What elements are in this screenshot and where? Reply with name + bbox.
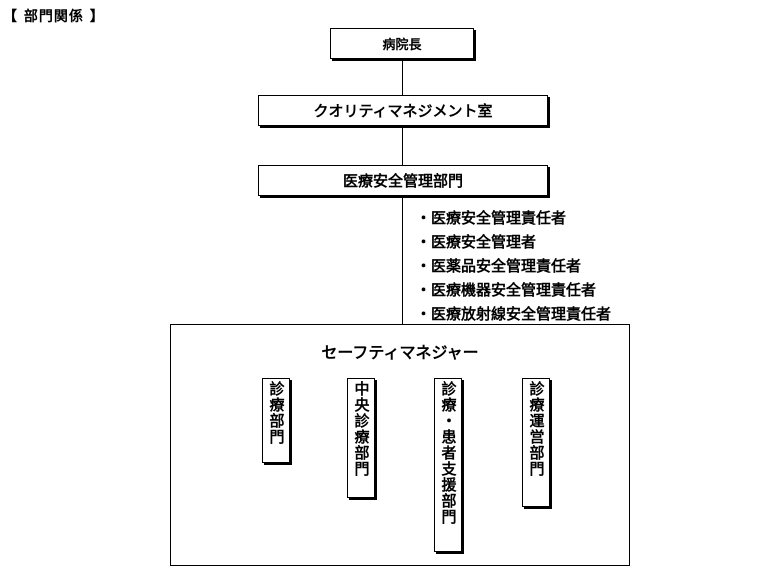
department-label: 診療・患者支援部門: [439, 381, 458, 525]
quality-management-office-label: クオリティマネジメント室: [313, 102, 493, 120]
page-heading: 【 部門関係 】: [3, 9, 105, 25]
department-box-central-clinical: 中央診療部門: [347, 378, 375, 498]
role-item: 医療安全管理者: [416, 230, 611, 254]
connector-qm-mss: [402, 126, 403, 166]
role-item: 医薬品安全管理責任者: [416, 254, 611, 278]
role-item: 医療放射線安全管理責任者: [416, 302, 611, 326]
department-box-clinical: 診療部門: [262, 378, 290, 463]
safety-manager-frame: セーフティマネジャー 診療部門 中央診療部門 診療・患者支援部門 診療運営部門: [170, 324, 630, 566]
role-item: 医療機器安全管理責任者: [416, 278, 611, 302]
department-box-patient-support: 診療・患者支援部門: [434, 378, 462, 552]
connector-director-qm: [402, 59, 403, 96]
department-box-clinical-operations: 診療運営部門: [522, 378, 550, 507]
role-list: 医療安全管理責任者 医療安全管理者 医薬品安全管理責任者 医療機器安全管理責任者…: [416, 206, 611, 326]
department-label: 中央診療部門: [352, 381, 371, 477]
medical-safety-department-box: 医療安全管理部門: [258, 165, 548, 196]
department-label: 診療部門: [267, 381, 286, 445]
safety-manager-title: セーフティマネジャー: [321, 343, 479, 362]
connector-mss-frame: [402, 196, 403, 325]
quality-management-office-box: クオリティマネジメント室: [258, 95, 548, 126]
director-box: 病院長: [330, 28, 474, 59]
department-label: 診療運営部門: [527, 381, 546, 477]
role-item: 医療安全管理責任者: [416, 206, 611, 230]
director-label: 病院長: [382, 38, 422, 53]
medical-safety-department-label: 医療安全管理部門: [342, 172, 463, 190]
